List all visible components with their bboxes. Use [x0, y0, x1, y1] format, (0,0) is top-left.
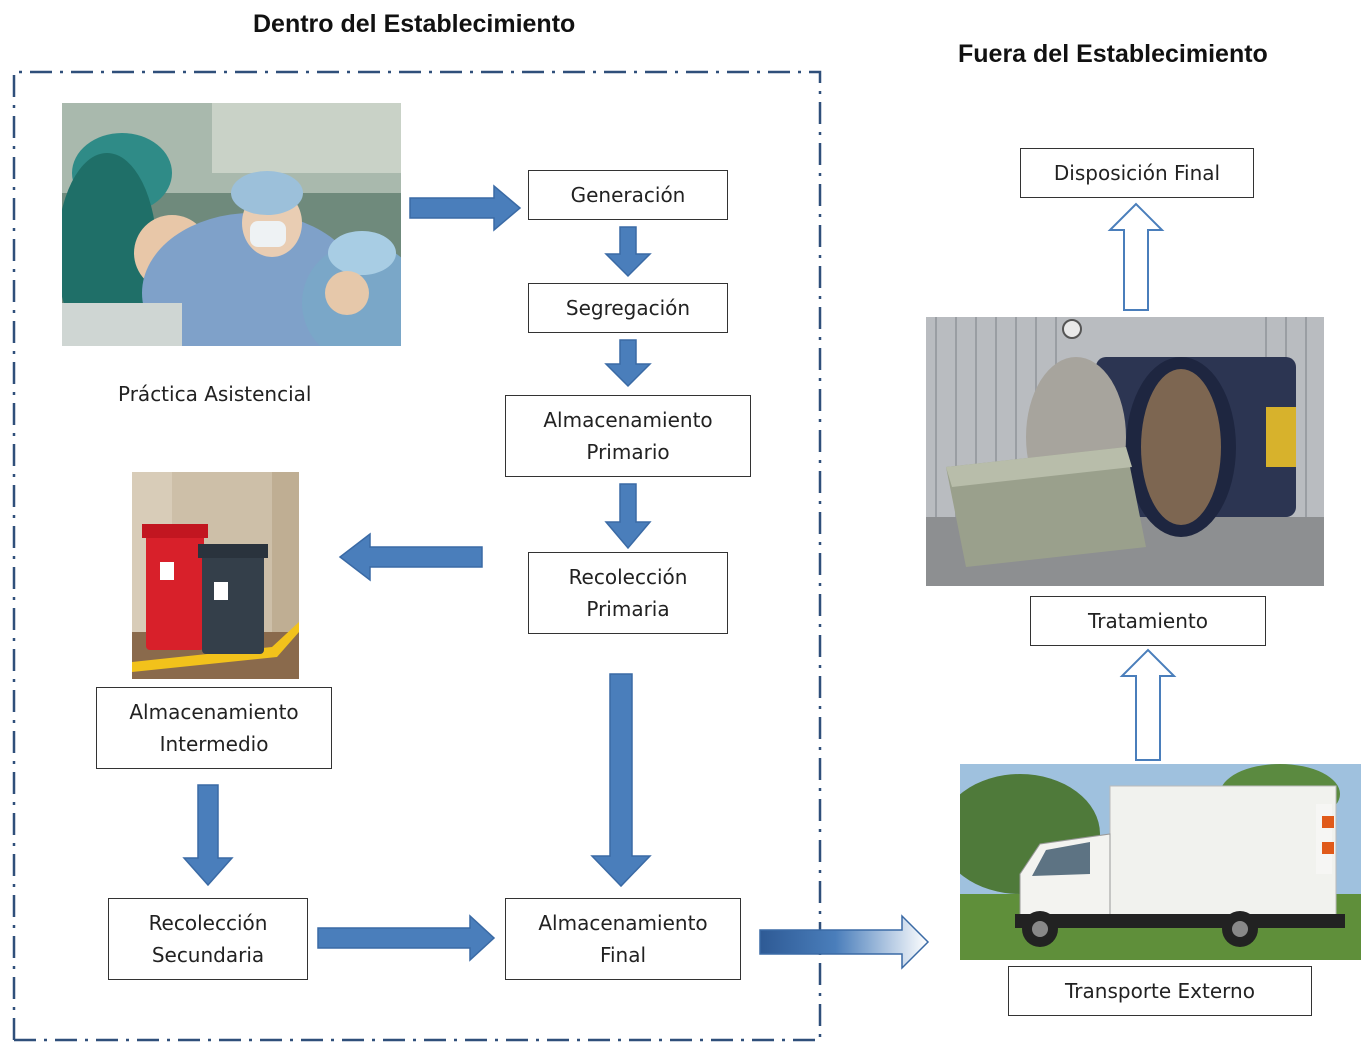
node-secondary-collection: Recolección Secundaria — [108, 898, 308, 980]
arrow-treatment-to-disposal — [1107, 202, 1165, 311]
waste-bins-photo — [132, 472, 299, 679]
establishment-boundary — [12, 70, 822, 1040]
node-segregation: Segregación — [528, 283, 728, 333]
node-primary-storage: Almacenamiento Primario — [505, 395, 751, 477]
arrow-generation-to-segregation — [604, 226, 652, 278]
arrow-collection-to-intermediate — [338, 532, 483, 582]
arrow-transport-to-treatment — [1119, 648, 1177, 761]
autoclave-photo — [926, 317, 1324, 586]
arrow-collection-to-final-storage — [590, 673, 652, 888]
surgery-photo — [62, 103, 401, 346]
node-intermediate-storage: Almacenamiento Intermedio — [96, 687, 332, 769]
node-primary-collection: Recolección Primaria — [528, 552, 728, 634]
arrow-segregation-to-primary-storage — [604, 339, 652, 388]
outside-heading: Fuera del Establecimiento — [958, 40, 1268, 68]
arrow-photo-to-generation — [409, 184, 522, 232]
care-practice-label: Práctica Asistencial — [118, 382, 312, 406]
arrow-secondary-to-final-storage — [317, 914, 496, 962]
node-generation: Generación — [528, 170, 728, 220]
node-final-storage: Almacenamiento Final — [505, 898, 741, 980]
arrow-final-storage-to-transport — [759, 914, 930, 970]
node-external-transport: Transporte Externo — [1008, 966, 1312, 1016]
inside-heading: Dentro del Establecimiento — [253, 10, 576, 38]
node-treatment: Tratamiento — [1030, 596, 1266, 646]
arrow-primary-storage-to-collection — [604, 483, 652, 550]
node-final-disposal: Disposición Final — [1020, 148, 1254, 198]
truck-photo — [960, 764, 1361, 960]
arrow-intermediate-to-secondary — [182, 784, 234, 887]
